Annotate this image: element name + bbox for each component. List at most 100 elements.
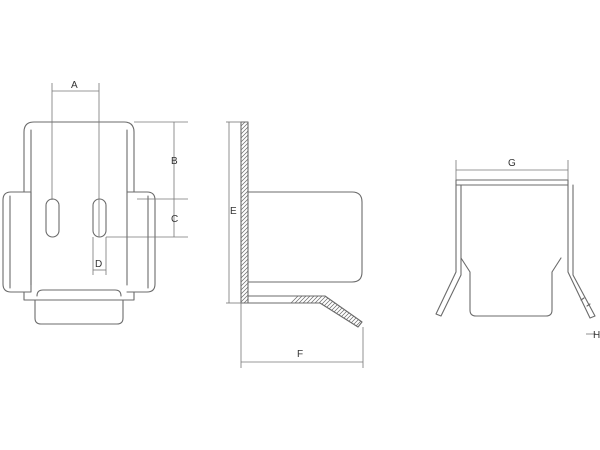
hatch-line <box>248 296 362 327</box>
hatch-line <box>241 178 248 187</box>
hatch-line <box>248 296 362 327</box>
dimension-g: G <box>455 158 569 180</box>
hatch-line <box>241 122 248 131</box>
side-wall <box>240 121 249 304</box>
label-d: D <box>95 259 102 270</box>
hatch-line <box>241 154 248 163</box>
hatch-line <box>241 218 248 227</box>
hatch-line <box>248 313 362 327</box>
hatch-line <box>241 234 248 243</box>
hatch-line <box>248 296 362 327</box>
label-h: H <box>593 330 600 341</box>
hatch-line <box>248 321 362 327</box>
dimension-f: F <box>240 303 364 368</box>
slot-left <box>45 198 60 238</box>
hatch-line <box>248 296 362 327</box>
hatch-line <box>241 294 248 303</box>
hatch-line <box>241 286 248 295</box>
hatch-line <box>241 186 248 195</box>
hatch-line <box>248 296 362 327</box>
hatch-line <box>248 296 362 327</box>
hatch-line <box>241 258 248 267</box>
hatch-line <box>241 146 248 155</box>
base-hatching <box>246 296 364 448</box>
side-view <box>240 121 364 448</box>
front-left-flange <box>2 191 32 293</box>
front-bottom-tab <box>23 291 135 325</box>
hatch-line <box>248 296 362 327</box>
label-b: B <box>171 156 178 167</box>
hatch-line <box>248 296 362 327</box>
hatch-line <box>241 282 248 291</box>
label-a: A <box>71 80 78 91</box>
dimension-e: E <box>226 121 241 304</box>
hatch-line <box>248 296 362 327</box>
hatch-line <box>241 174 248 183</box>
hatch-line <box>241 242 248 251</box>
top-cup <box>460 257 562 317</box>
hatch-line <box>241 122 242 123</box>
hatch-line <box>248 297 362 327</box>
label-c: C <box>171 214 178 225</box>
hatch-line <box>241 266 248 275</box>
side-cup <box>247 191 363 283</box>
hatch-line <box>243 298 248 303</box>
hatch-line <box>248 317 362 327</box>
hatch-line <box>241 274 248 283</box>
hatch-line <box>248 296 362 327</box>
hatch-line <box>241 182 248 191</box>
hatch-line <box>241 150 248 159</box>
hatch-line <box>241 138 248 147</box>
dimension-h: H <box>586 330 600 341</box>
front-view <box>2 121 156 325</box>
slot-right <box>92 198 107 238</box>
hatch-line <box>248 305 362 327</box>
top-plate <box>455 179 569 186</box>
hatch-line <box>241 278 248 287</box>
front-back-plate <box>23 121 135 193</box>
hatch-line <box>241 202 248 211</box>
hatch-line <box>241 194 248 203</box>
dimension-c: C <box>106 199 188 238</box>
hatch-line <box>241 290 248 299</box>
hatch-line <box>241 126 248 135</box>
hatch-line <box>241 198 248 207</box>
hatch-line <box>241 270 248 279</box>
hatch-line <box>241 122 246 127</box>
front-inner-plate <box>30 129 128 286</box>
hatch-line <box>248 296 362 327</box>
hatch-line <box>241 190 248 199</box>
hatch-line <box>241 134 248 143</box>
label-f: F <box>297 349 303 360</box>
dimension-b: B <box>134 121 188 200</box>
hatch-line <box>241 222 248 231</box>
hatch-line <box>241 226 248 235</box>
hatch-line <box>246 330 364 448</box>
hatch-line <box>241 158 248 167</box>
hatch-line <box>241 214 248 223</box>
label-e: E <box>230 206 237 217</box>
dimension-d: D <box>92 237 107 275</box>
top-right-leg <box>567 184 596 319</box>
top-view <box>435 179 596 319</box>
hatch-line <box>241 246 248 255</box>
front-right-flange <box>126 191 156 293</box>
hatch-line <box>248 325 362 327</box>
hatch-line <box>241 170 248 179</box>
hatch-line <box>241 206 248 215</box>
side-base <box>247 295 363 328</box>
hatch-line <box>241 262 248 271</box>
top-left-leg <box>435 184 462 317</box>
hatch-line <box>241 142 248 151</box>
hatch-line <box>241 238 248 247</box>
hatch-line <box>241 230 248 239</box>
hatch-line <box>248 309 362 327</box>
label-g: G <box>508 158 516 169</box>
hatch-line <box>241 130 248 139</box>
dimension-a: A <box>51 80 100 237</box>
hatch-line <box>241 250 248 259</box>
hatch-line <box>248 296 362 327</box>
hatch-line <box>241 254 248 263</box>
hatch-line <box>241 210 248 219</box>
